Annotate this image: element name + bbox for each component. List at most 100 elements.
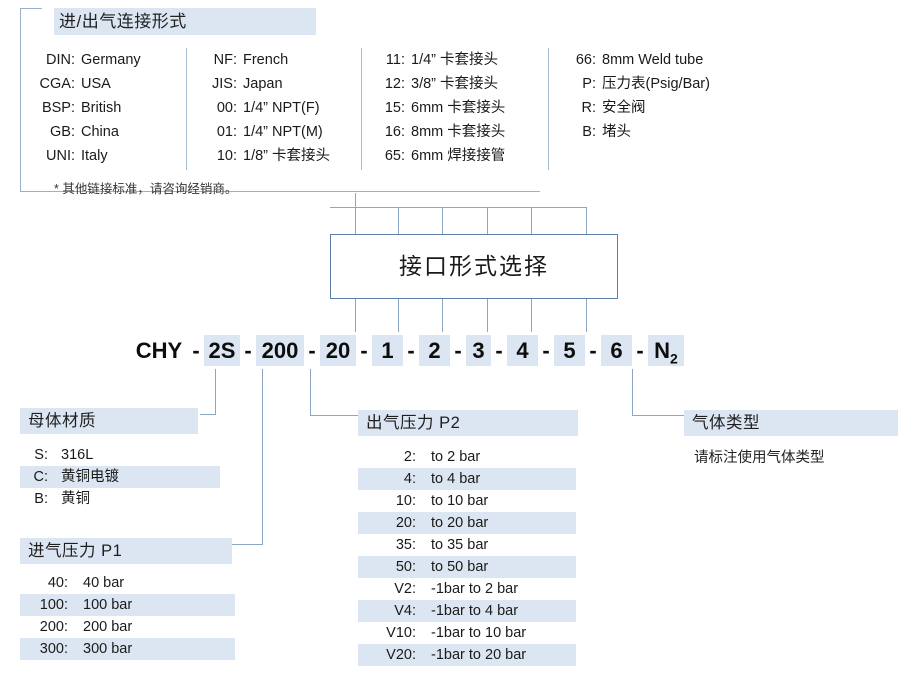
- spec-row[interactable]: 300:300 bar: [20, 638, 235, 660]
- connection-column-divider-2: [361, 48, 362, 170]
- connection-item-key: BSP:: [41, 100, 75, 116]
- product-code-segment[interactable]: 20: [320, 335, 356, 366]
- spec-row-key: 40:: [47, 575, 68, 591]
- connection-item-value: 6mm 卡套接头: [411, 100, 506, 116]
- spec-row-key: C:: [33, 469, 49, 485]
- product-code-segment[interactable]: 6: [601, 335, 632, 366]
- connection-item-value: China: [81, 124, 119, 140]
- connection-item-value: 8mm 卡套接头: [411, 124, 506, 140]
- spec-row-key: V4:: [394, 603, 416, 619]
- connection-item-value: 1/4” 卡套接头: [411, 52, 499, 68]
- spec-row[interactable]: 4:to 4 bar: [358, 468, 576, 490]
- connector-code-200-vert: [262, 369, 263, 544]
- spec-row-key: V2:: [394, 581, 416, 597]
- product-code-segment[interactable]: 2: [419, 335, 450, 366]
- connection-item-key: 65:: [384, 148, 405, 164]
- product-code-segment[interactable]: CHY: [135, 338, 183, 363]
- gas-type-title: 气体类型: [684, 410, 898, 436]
- product-code-segment[interactable]: 1: [372, 335, 403, 366]
- connection-item-value: 1/8” 卡套接头: [243, 148, 331, 164]
- connector-code-n2-vert: [632, 369, 633, 415]
- connection-item-key: 11:: [385, 52, 405, 68]
- spec-row[interactable]: 35:to 35 bar: [358, 534, 576, 556]
- spec-row[interactable]: 200:200 bar: [20, 616, 235, 638]
- connection-item: 15: 6mm 卡套接头: [373, 96, 505, 120]
- connection-item-key: B:: [582, 124, 596, 140]
- product-code-segment[interactable]: 5: [554, 335, 585, 366]
- product-code-segment[interactable]: 200: [256, 335, 304, 366]
- spec-row[interactable]: V20:-1bar to 20 bar: [358, 644, 576, 666]
- connector-code-2s-horiz: [200, 414, 216, 415]
- connection-item: 65:6mm 焊接接管: [373, 144, 505, 168]
- connection-item-key: NF:: [213, 52, 237, 68]
- connection-panel-bracket-stub: [20, 8, 42, 9]
- product-code-string: CHY-2S-200-20-1-2-3-4-5-6-N2: [130, 335, 684, 366]
- spec-row[interactable]: V10:-1bar to 10 bar: [358, 622, 576, 644]
- spec-row-value: to 2 bar: [431, 449, 481, 465]
- spec-row[interactable]: 100:100 bar: [20, 594, 235, 616]
- spec-row[interactable]: V2:-1bar to 2 bar: [358, 578, 576, 600]
- interface-type-box: 接口形式选择: [330, 234, 618, 299]
- product-code-separator: -: [454, 338, 462, 363]
- connection-item-value: 堵头: [602, 124, 631, 140]
- comb-riser-5: [531, 207, 532, 234]
- outlet-pressure-title: 出气压力 P2: [358, 410, 578, 436]
- connection-item-key: 00:: [216, 100, 237, 116]
- connection-item-key: 15:: [384, 100, 405, 116]
- connection-item: GB:China: [31, 120, 141, 144]
- spec-row-value: 100 bar: [83, 597, 133, 613]
- product-code-segment[interactable]: 3: [466, 335, 491, 366]
- connection-item-key: CGA:: [39, 76, 75, 92]
- product-code-segment[interactable]: N2: [648, 335, 684, 366]
- connection-column-divider-3: [548, 48, 549, 170]
- connector-code-n2-horiz: [632, 415, 684, 416]
- product-code-separator: -: [308, 338, 316, 363]
- spec-row-value: 40 bar: [83, 575, 125, 591]
- connection-item-key: 12:: [384, 76, 405, 92]
- connector-code-20-horiz: [310, 415, 358, 416]
- connection-item: B: 堵头: [564, 120, 710, 144]
- spec-row[interactable]: 10:to 10 bar: [358, 490, 576, 512]
- spec-row-key: 2:: [403, 449, 416, 465]
- spec-row-value: -1bar to 4 bar: [431, 603, 519, 619]
- comb-riser-1: [355, 207, 356, 234]
- comb-riser-4: [487, 207, 488, 234]
- connection-item-value: British: [81, 100, 122, 116]
- spec-row[interactable]: S:316L: [20, 444, 220, 466]
- spec-row[interactable]: B:黄铜: [20, 488, 220, 510]
- connection-item: R: 安全阀: [564, 96, 710, 120]
- spec-row[interactable]: 20: to 20 bar: [358, 512, 576, 534]
- connection-item-key: R:: [581, 100, 597, 116]
- connection-item-key: UNI:: [46, 148, 75, 164]
- connection-item: 01:1/4” NPT(M): [201, 120, 330, 144]
- gas-type-note: 请标注使用气体类型: [694, 450, 825, 466]
- spec-row[interactable]: 40: 40 bar: [20, 572, 235, 594]
- spec-row[interactable]: C:黄铜电镀: [20, 466, 220, 488]
- product-code-separator: -: [407, 338, 415, 363]
- spec-row-value: to 20 bar: [431, 515, 489, 531]
- spec-row-value: -1bar to 10 bar: [431, 625, 527, 641]
- product-code-separator: -: [636, 338, 644, 363]
- spec-row-key: 10:: [395, 493, 416, 509]
- product-code-segment[interactable]: 2S: [204, 335, 240, 366]
- comb-drop-4: [487, 299, 488, 332]
- connector-code-200-horiz: [232, 544, 263, 545]
- connection-item: 10:1/8” 卡套接头: [201, 144, 330, 168]
- product-code-segment[interactable]: 4: [507, 335, 538, 366]
- connection-item-value: 安全阀: [602, 100, 646, 116]
- product-code-separator: -: [360, 338, 368, 363]
- product-code-separator: -: [589, 338, 597, 363]
- spec-row[interactable]: V4: -1bar to 4 bar: [358, 600, 576, 622]
- spec-row-key: 200:: [39, 619, 68, 635]
- comb-drop-5: [531, 299, 532, 332]
- spec-row-value: -1bar to 20 bar: [431, 647, 527, 663]
- spec-row[interactable]: 2: to 2 bar: [358, 446, 576, 468]
- spec-row-key: 4:: [403, 471, 416, 487]
- spec-row-key: 20:: [395, 515, 416, 531]
- spec-row[interactable]: 50:to 50 bar: [358, 556, 576, 578]
- comb-riser-3: [442, 207, 443, 234]
